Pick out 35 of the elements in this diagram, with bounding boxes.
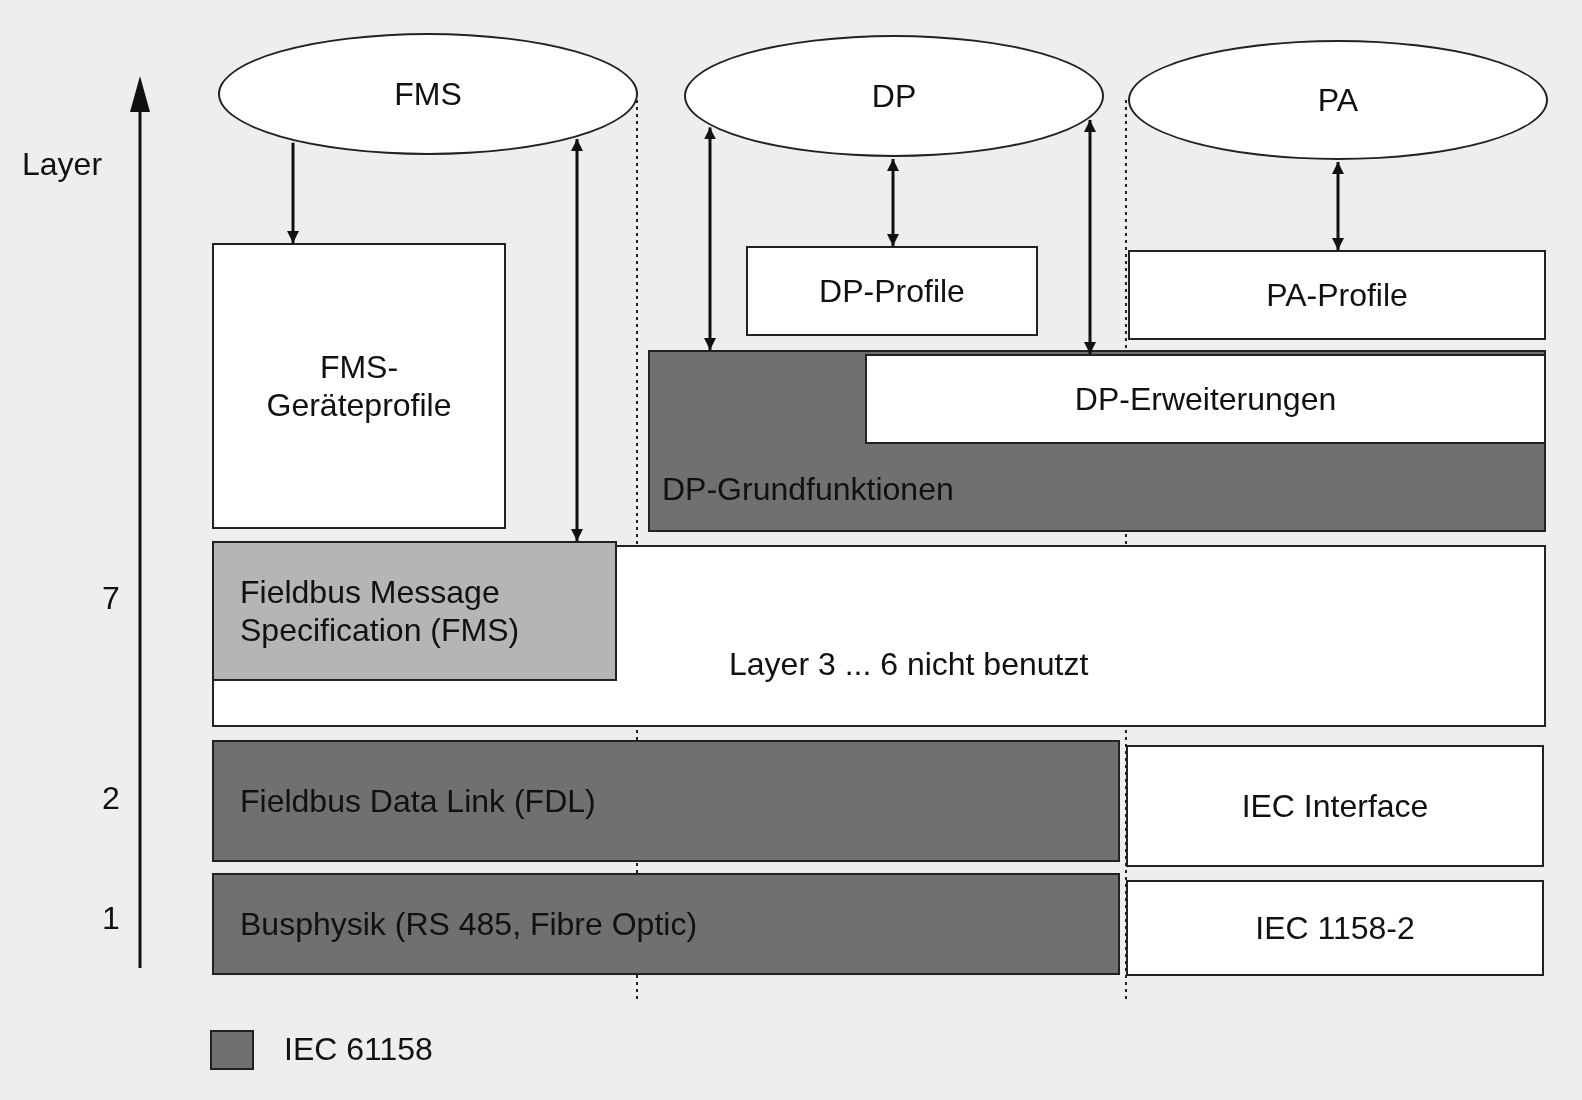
legend-label: IEC 61158 bbox=[284, 1031, 433, 1068]
node-label: FMS bbox=[393, 74, 463, 114]
layer-bar bbox=[648, 350, 1546, 532]
arrow bbox=[1084, 119, 1096, 354]
layer-box bbox=[1126, 880, 1544, 976]
layer-bar bbox=[212, 541, 617, 681]
layer-bar bbox=[212, 873, 1120, 975]
node-label: DP bbox=[870, 76, 918, 116]
arrow bbox=[704, 127, 716, 350]
node-label: IEC Interface bbox=[1240, 786, 1430, 826]
arrow bbox=[571, 139, 583, 541]
axis-label: Layer bbox=[22, 146, 103, 183]
layer-box bbox=[1128, 250, 1546, 340]
node-label: PA bbox=[1316, 80, 1360, 120]
node-label: IEC 1158-2 bbox=[1254, 908, 1416, 948]
arrow bbox=[287, 142, 299, 243]
arrow bbox=[887, 159, 899, 246]
layer-number: 1 bbox=[102, 900, 120, 937]
node-label: Fieldbus Data Link (FDL) bbox=[240, 781, 597, 821]
layer-bar bbox=[212, 740, 1120, 862]
node-label: Fieldbus Message Specification (FMS) bbox=[240, 572, 521, 650]
layer-box bbox=[212, 243, 506, 529]
layer-number: 2 bbox=[102, 780, 120, 817]
arrow bbox=[1332, 162, 1344, 250]
layer-box bbox=[1126, 745, 1544, 867]
node-label: FMS- Geräteprofile bbox=[265, 347, 453, 425]
layer-box bbox=[865, 354, 1546, 444]
node-label: DP-Grundfunktionen bbox=[662, 470, 954, 509]
node-label: DP-Profile bbox=[818, 271, 966, 311]
node-label: Busphysik (RS 485, Fibre Optic) bbox=[240, 904, 699, 944]
layer-box bbox=[746, 246, 1038, 336]
node-label: DP-Erweiterungen bbox=[1073, 379, 1338, 419]
node-label: Layer 3 ... 6 nicht benutzt bbox=[729, 645, 1089, 684]
node-label: PA-Profile bbox=[1265, 275, 1409, 315]
layer-number: 7 bbox=[102, 580, 120, 617]
